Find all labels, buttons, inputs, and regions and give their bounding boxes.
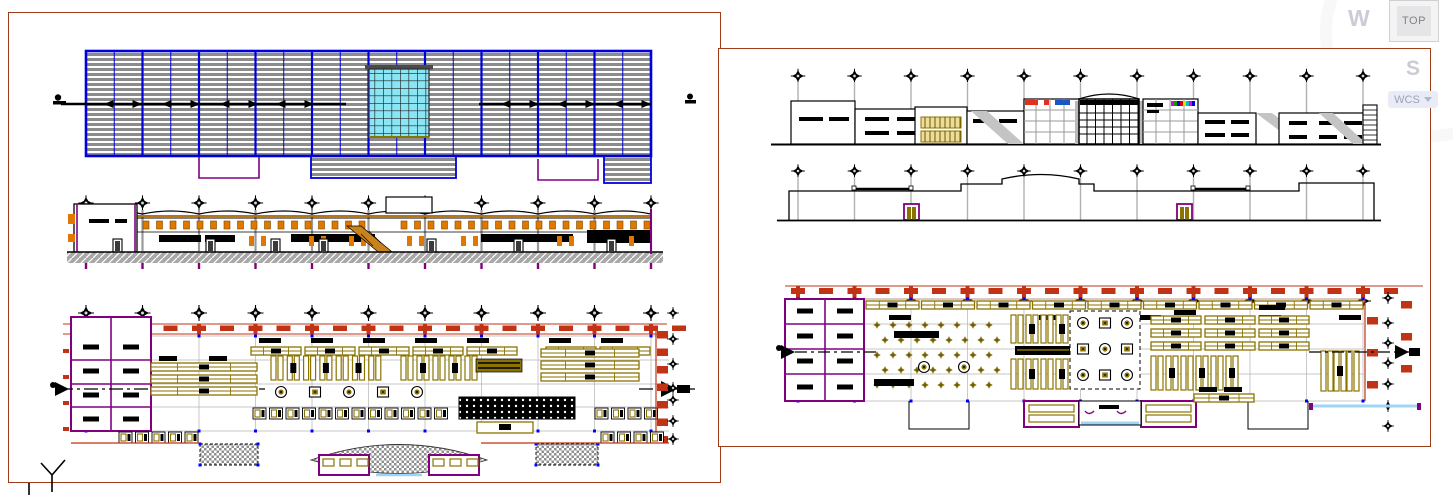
- roof-plan: [53, 49, 696, 184]
- wcs-dropdown-arrow-icon: [1423, 97, 1432, 102]
- compass-west-label[interactable]: W: [1348, 5, 1370, 31]
- viewcube-top-face-label: TOP: [1397, 6, 1431, 36]
- left-sheet-drawing: [50, 49, 696, 477]
- roof-drain-line: [53, 93, 696, 108]
- wcs-selector[interactable]: WCS: [1388, 91, 1438, 108]
- front-elevation: [771, 68, 1381, 146]
- entrance-vestibules: [908, 387, 1421, 430]
- compass-south-label[interactable]: S: [1406, 57, 1421, 80]
- viewcube-top-button[interactable]: TOP: [1389, 0, 1439, 42]
- red-perimeter-wall: [63, 323, 686, 335]
- right-sheet-drawing: [771, 68, 1423, 432]
- drawing-sheet-right: [718, 48, 1431, 447]
- floor-plan-right: [776, 285, 1423, 432]
- rear-elevation: [777, 164, 1381, 222]
- wcs-label: WCS: [1394, 93, 1420, 106]
- drawing-sheet-left: [8, 12, 721, 483]
- entrance-canopy: [309, 444, 489, 477]
- ucs-axis-icon: [28, 459, 66, 495]
- floor-plan-left: [50, 305, 695, 477]
- section-elevation: [67, 195, 663, 269]
